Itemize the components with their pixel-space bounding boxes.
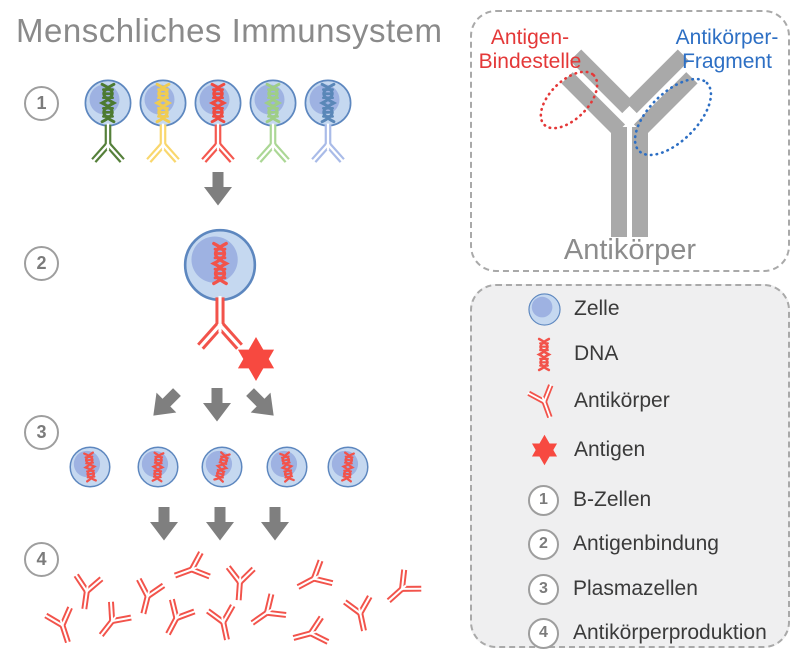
legend-step-4: 4 Antikörperproduktion <box>528 617 767 649</box>
division-arrows <box>143 382 284 426</box>
antibody-shape <box>561 49 698 237</box>
antibody-icon <box>258 124 288 162</box>
antibody-icon <box>71 574 103 611</box>
diagram-title: Menschliches Immunsystem <box>16 12 443 49</box>
antibody-icon <box>313 124 343 162</box>
legend-item-antibody: Antikörper <box>526 383 670 419</box>
down-left-arrow-icon <box>143 382 187 426</box>
antigen-star-icon <box>237 337 275 381</box>
b-cell <box>194 79 242 162</box>
legend-panel: Zelle DNA Antikörper Antigen 1 B-Zellen <box>470 284 790 649</box>
antibody-icon <box>207 605 241 644</box>
antibody-icon <box>199 296 241 348</box>
b-cell <box>249 79 297 162</box>
dna-icon <box>526 336 562 372</box>
plasma-cell <box>201 446 243 488</box>
legend-step-2: 2 Antigenbindung <box>528 528 719 560</box>
cell-icon <box>526 291 562 327</box>
down-arrow-icon <box>150 507 178 541</box>
step-2-badge: 2 <box>24 246 59 281</box>
legend-step-1: 1 B-Zellen <box>528 484 651 516</box>
antibody-icon <box>244 593 287 635</box>
b-cell-row <box>84 79 352 162</box>
down-arrow-icon <box>203 388 231 422</box>
step-3-badge: 3 <box>528 573 559 605</box>
step-1-badge: 1 <box>528 484 559 516</box>
antigen-binding-cell <box>183 228 275 381</box>
antibody-icon <box>170 551 211 588</box>
antibody-structure-graphic <box>539 49 713 237</box>
b-cell <box>139 79 187 162</box>
antibody-icon <box>526 383 562 419</box>
step-3-badge: 3 <box>24 415 59 450</box>
antigen-icon <box>526 432 562 468</box>
b-cell <box>84 79 132 162</box>
antibody-icon <box>148 124 178 162</box>
plasma-cell-row <box>69 446 369 488</box>
antibody-fragment-ellipse <box>633 77 713 157</box>
plasma-cell <box>266 446 308 488</box>
antibody-icon <box>289 616 329 651</box>
antibody-caption: Antikörper <box>563 234 697 266</box>
antibody-icon <box>203 124 233 162</box>
antibody-icon <box>93 124 123 162</box>
legend-item-dna: DNA <box>526 336 618 372</box>
plasma-cell <box>137 446 179 488</box>
down-arrow-icon <box>204 172 232 206</box>
antibody-fragment-label: Antikörper- Fragment <box>675 26 779 73</box>
antigen-binding-site-ellipse <box>539 70 599 130</box>
antibody-cloud <box>45 551 423 651</box>
step-2-badge: 2 <box>528 528 559 560</box>
legend-step-3: 3 Plasmazellen <box>528 573 698 605</box>
plasma-cell <box>69 446 111 488</box>
step-4-badge: 4 <box>24 542 59 577</box>
antibody-icon <box>379 569 422 612</box>
step-4-badge: 4 <box>528 617 559 649</box>
bcell-flow-graphic <box>0 79 460 657</box>
plasma-cell <box>327 446 369 488</box>
down-right-arrow-icon <box>240 382 284 426</box>
antibody-icon <box>130 578 165 618</box>
antibody-icon <box>225 566 255 602</box>
antibody-icon <box>291 559 334 599</box>
legend-item-antigen: Antigen <box>526 432 645 468</box>
antibody-icon <box>344 596 378 635</box>
down-arrow-icon <box>261 507 289 541</box>
antibody-icon <box>156 598 196 641</box>
production-arrows <box>150 507 289 541</box>
legend-item-cell: Zelle <box>526 291 620 327</box>
antibody-structure-panel: Antigen- Bindestelle Antikörper- Fragmen… <box>470 10 790 272</box>
antigen-binding-site-label: Antigen- Bindestelle <box>478 26 582 73</box>
b-cell <box>304 79 352 162</box>
antibody-icon <box>45 607 81 648</box>
antibody-icon <box>90 601 132 645</box>
down-arrow-icon <box>206 507 234 541</box>
step-1-badge: 1 <box>24 86 59 121</box>
